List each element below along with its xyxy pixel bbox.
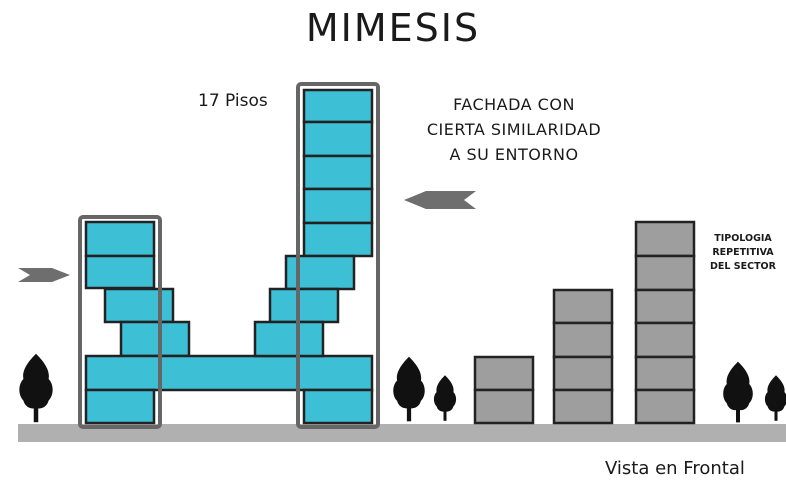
typology-note-line: REPETITIVA xyxy=(712,247,774,258)
ground xyxy=(18,424,786,442)
facade-note-line: FACHADA CON xyxy=(453,95,575,114)
arrow-left-icon xyxy=(404,191,476,209)
facade-note: FACHADA CON CIERTA SIMILARIDAD A SU ENTO… xyxy=(394,92,634,167)
right-tower-frame xyxy=(296,82,380,429)
facade-note-line: CIERTA SIMILARIDAD xyxy=(426,120,602,139)
typology-note-line: TIPOLOGIA xyxy=(714,233,772,244)
tree-icon xyxy=(393,356,425,422)
tree-icon xyxy=(19,353,53,423)
existing-building-tall xyxy=(634,220,696,425)
arrow-right-icon xyxy=(18,268,70,282)
facade-note-line: A SU ENTORNO xyxy=(449,145,579,164)
view-caption: Vista en Frontal xyxy=(605,458,745,479)
tree-icon xyxy=(723,361,753,423)
new-building xyxy=(84,88,374,425)
diagram-title: MIMESIS xyxy=(305,6,481,50)
existing-building-small xyxy=(473,355,535,425)
floors-label: 17 Pisos xyxy=(198,91,268,111)
existing-building-medium xyxy=(552,288,614,425)
tree-icon xyxy=(433,375,457,421)
typology-note: TIPOLOGIA REPETITIVA DEL SECTOR xyxy=(698,232,786,274)
typology-note-line: DEL SECTOR xyxy=(710,261,776,272)
tree-icon xyxy=(764,375,786,421)
left-tower-frame xyxy=(78,215,162,429)
